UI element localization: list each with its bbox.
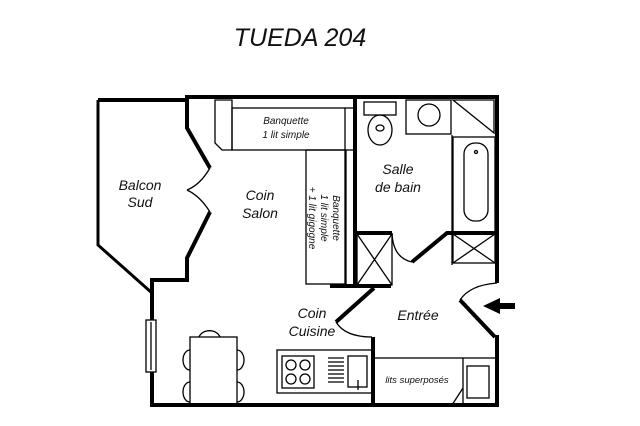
label-banquette1-2: 1 lit simple xyxy=(262,130,310,141)
label-cuisine: Coin xyxy=(298,305,327,321)
bathroom-fixtures xyxy=(356,99,496,286)
dining-table xyxy=(182,330,245,405)
label-salon: Coin xyxy=(246,187,275,203)
banquette-furniture xyxy=(214,99,356,285)
kitchen-counter xyxy=(276,349,374,394)
plan-title: TUEDA 204 xyxy=(234,24,366,52)
entrance-arrow-icon xyxy=(483,298,515,314)
label-banquette2-2: 1 lit simple xyxy=(318,194,329,242)
toilet-icon xyxy=(367,114,393,146)
label-entree: Entrée xyxy=(397,307,438,323)
label-balcon-sud: Sud xyxy=(128,194,154,210)
toilet-tank xyxy=(363,101,397,116)
walls xyxy=(96,95,499,407)
label-lits: lits superposés xyxy=(385,375,449,386)
stove-icon xyxy=(281,355,315,389)
label-sdb: Salle xyxy=(382,161,413,177)
label-balcon: Balcon xyxy=(119,177,162,193)
bunk-beds xyxy=(372,357,498,406)
bathtub-icon xyxy=(463,142,489,222)
sink xyxy=(405,99,452,135)
label-banquette2-3: + 1 lit gigogne xyxy=(306,187,317,250)
sink-basin-icon xyxy=(417,103,441,127)
label-cuisine-2: Cuisine xyxy=(289,323,336,339)
doors xyxy=(186,167,498,338)
label-banquette2: Banquette xyxy=(330,195,341,241)
label-salon-2: Salon xyxy=(242,205,278,221)
label-sdb-2: de bain xyxy=(375,179,421,195)
label-banquette1: Banquette xyxy=(263,116,309,127)
